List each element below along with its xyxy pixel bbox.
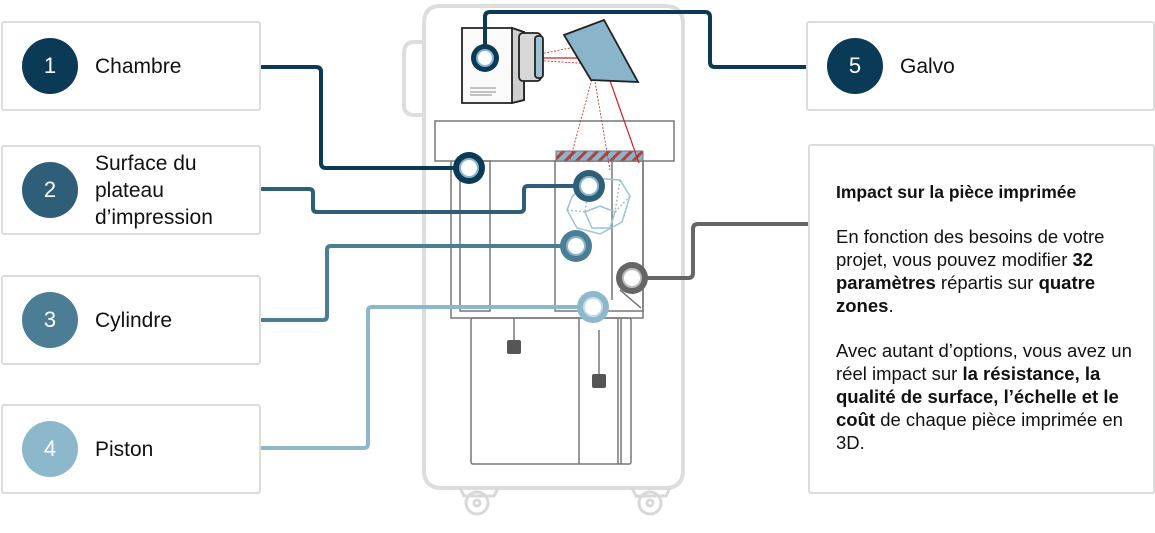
wheel-right — [630, 487, 672, 516]
label-card-cylindre[interactable]: 3 Cylindre — [1, 275, 261, 365]
body-text: répartis sur — [935, 272, 1039, 293]
badge-1: 1 — [22, 38, 78, 94]
handle-right — [592, 374, 606, 388]
label-galvo: Galvo — [900, 54, 955, 78]
label-card-piston[interactable]: 4 Piston — [1, 404, 261, 494]
connector-3 — [260, 244, 562, 322]
machine-body — [402, 3, 685, 490]
label-card-galvo[interactable]: 5 Galvo — [806, 21, 1155, 111]
hotspot-4[interactable] — [577, 291, 609, 323]
body-text: de chaque pièce imprimée en 3D. — [836, 409, 1123, 453]
body-text: Avec autant d’options, vous avez un réel… — [836, 340, 1132, 384]
label-surface-plateau: Surface du plateau d’impression — [95, 151, 213, 229]
badge-4: 4 — [22, 421, 78, 477]
build-plate — [555, 150, 644, 162]
connector-5 — [483, 10, 808, 69]
info-paragraph-1: En fonction des besoins de votre projet,… — [836, 225, 1135, 317]
connector-1 — [260, 65, 454, 170]
label-chambre: Chambre — [95, 54, 182, 78]
badge-5: 5 — [827, 38, 883, 94]
connector-impact — [644, 222, 810, 280]
emphasis-text: 32 paramètres — [836, 249, 1094, 293]
badge-2: 2 — [22, 162, 78, 218]
label-cylindre: Cylindre — [95, 308, 173, 332]
body-text: En fonction des besoins de votre projet,… — [836, 226, 1105, 270]
body-text: . — [888, 295, 894, 316]
badge-3: 3 — [22, 292, 78, 348]
handle-left — [507, 340, 521, 354]
info-title: Impact sur la pièce imprimée — [836, 182, 1077, 202]
hotspot-2[interactable] — [573, 170, 605, 202]
connector-2 — [260, 184, 575, 214]
label-piston: Piston — [95, 437, 154, 461]
label-card-surface-plateau[interactable]: 2 Surface du plateau d’impression — [1, 145, 261, 235]
info-card: Impact sur la pièce imprimée En fonction… — [808, 144, 1155, 494]
label-card-chambre[interactable]: 1 Chambre — [1, 21, 261, 111]
connector-4 — [260, 305, 580, 450]
emphasis-text: quatre zones — [836, 272, 1096, 316]
galvo-mirror — [562, 18, 640, 83]
emphasis-text: la résistance, la qualité de surface, l’… — [836, 363, 1119, 430]
hotspot-impact[interactable] — [616, 262, 648, 294]
hotspot-1[interactable] — [453, 152, 485, 184]
hotspot-5[interactable] — [471, 44, 499, 72]
hotspot-3[interactable] — [560, 230, 592, 262]
info-paragraph-2: Avec autant d’options, vous avez un réel… — [836, 339, 1135, 454]
wheel-left — [458, 487, 500, 516]
